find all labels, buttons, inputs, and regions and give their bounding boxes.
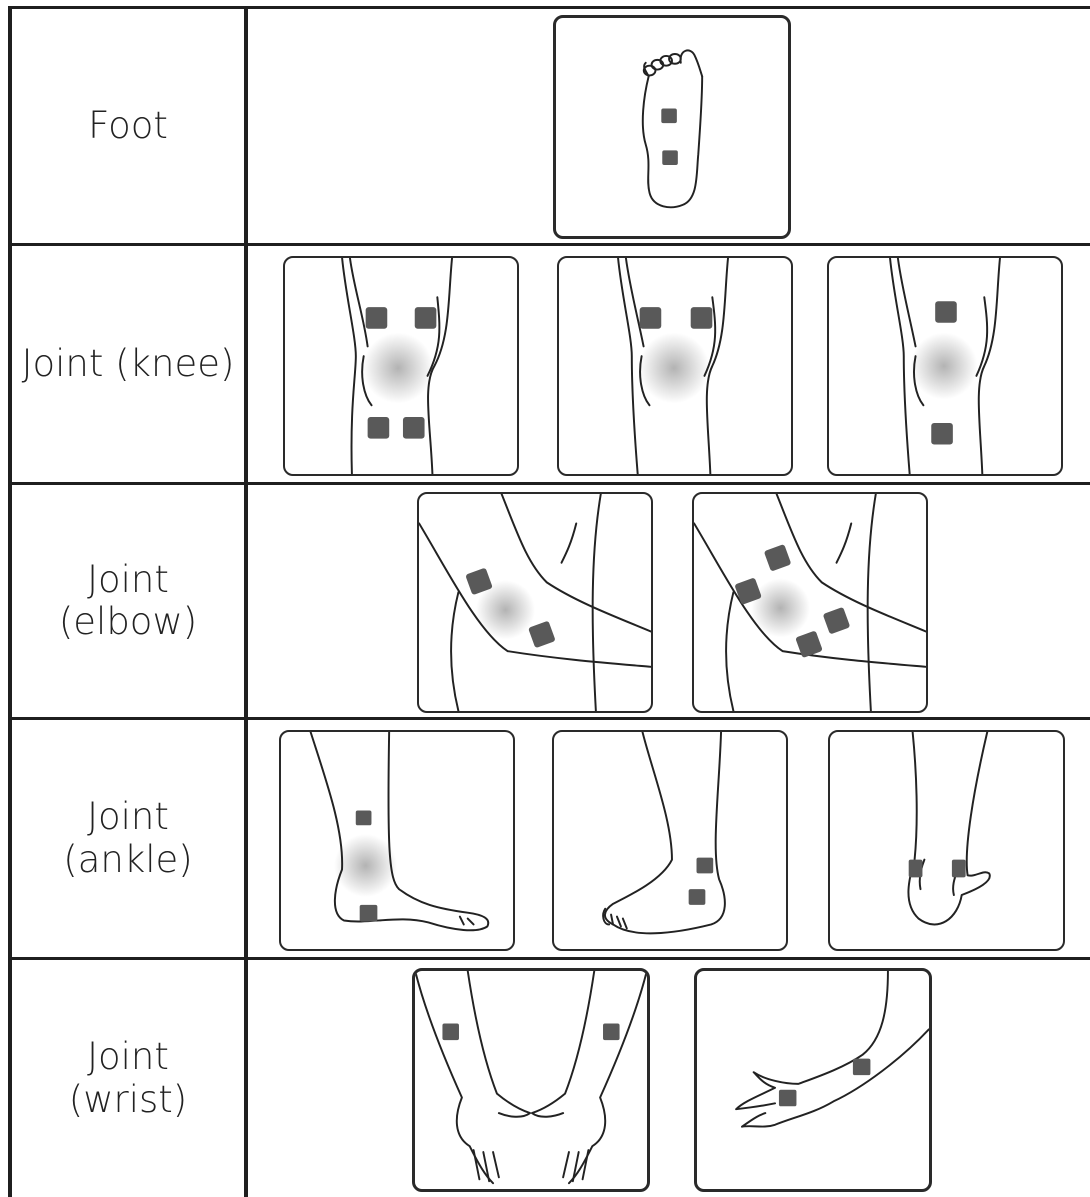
row-label-line2: (ankle) [63,839,192,881]
row-label-line2: (elbow) [59,601,197,643]
ankle-panel-2 [552,730,788,951]
row-label-line1: Joint [87,559,169,601]
wrist-panel-1 [412,968,650,1192]
foot-panel [553,15,791,239]
foot-sole-icon [556,18,788,236]
knee-icon [559,258,791,474]
elbow-panel-1 [417,492,653,713]
ankle-icon [554,732,786,949]
row-label-knee: Joint (knee) [12,246,244,482]
table-divider-vertical [244,6,248,1197]
knee-icon [285,258,517,474]
ankle-panel-3 [828,730,1065,951]
row-label-wrist: Joint (wrist) [12,960,244,1197]
row-label-line1: Foot [88,105,168,147]
ankle-icon [281,732,513,949]
row-label-line2: (wrist) [69,1079,187,1121]
knee-panel-1 [283,256,519,476]
wrist-panel-2 [694,968,932,1192]
knee-panel-3 [827,256,1063,476]
wrist-icon [415,971,647,1189]
wrist-icon [697,971,929,1189]
row-label-elbow: Joint (elbow) [12,485,244,717]
row-label-line1: Joint (knee) [22,343,235,385]
elbow-icon [419,494,651,711]
knee-panel-2 [557,256,793,476]
ankle-icon [830,732,1063,949]
row-label-line1: Joint [87,1036,169,1078]
ankle-panel-1 [279,730,515,951]
row-label-foot: Foot [12,9,244,243]
row-label-ankle: Joint (ankle) [12,720,244,957]
row-label-line1: Joint [87,796,169,838]
elbow-panel-2 [692,492,928,713]
elbow-icon [694,494,926,711]
knee-icon [829,258,1061,474]
